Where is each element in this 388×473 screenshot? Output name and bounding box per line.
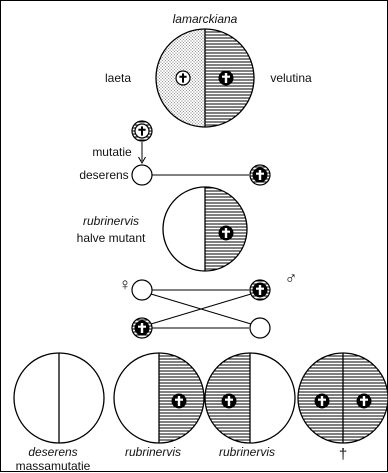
cross-icon [218,225,234,241]
rubrinervis-label: rubrinervis [83,214,139,228]
cross-icon [171,393,187,409]
cross-icon [252,167,268,183]
cross-icon [252,282,268,298]
cross-icon [218,70,234,86]
mutation-badge [131,120,153,142]
male-gamete-hatched [249,279,271,301]
velutina-gamete [249,164,271,186]
cross-icon [175,70,191,86]
bottom-rubrinervis-label-1: rubrinervis [125,445,181,459]
halve-mutant-circle [162,186,248,272]
offspring-lethal-circle [297,352,388,444]
cross-icon [314,393,330,409]
cross-icon [356,393,372,409]
lamarckiana-circle [155,28,255,128]
halve-mutant-label: halve mutant [77,231,146,245]
female-symbol: ♀ [119,275,132,294]
cross-icon [134,320,150,336]
deserens-label: deserens [79,168,128,182]
offspring-rubrinervis-circle-2 [204,352,296,444]
bottom-rubrinervis-label-2: rubrinervis [219,445,275,459]
offspring-deserens-circle [13,352,105,444]
dagger-label: † [339,446,347,463]
bottom-deserens-label: deserens [28,445,77,459]
velutina-label: velutina [270,71,312,85]
male-symbol: ♂ [285,269,298,288]
offspring-rubrinervis-circle-1 [113,352,205,444]
deserens-gamete [131,164,153,186]
massamutatie-label: massamutatie [16,459,91,473]
female-gamete-hatched [131,317,153,339]
laeta-label: laeta [105,71,131,85]
male-gamete-plain [249,317,271,339]
mutatie-label: mutatie [92,145,132,159]
cross-icon [221,393,237,409]
lamarckiana-label: lamarckiana [173,12,238,26]
female-gamete-plain [131,279,153,301]
cross-icon [134,123,150,139]
